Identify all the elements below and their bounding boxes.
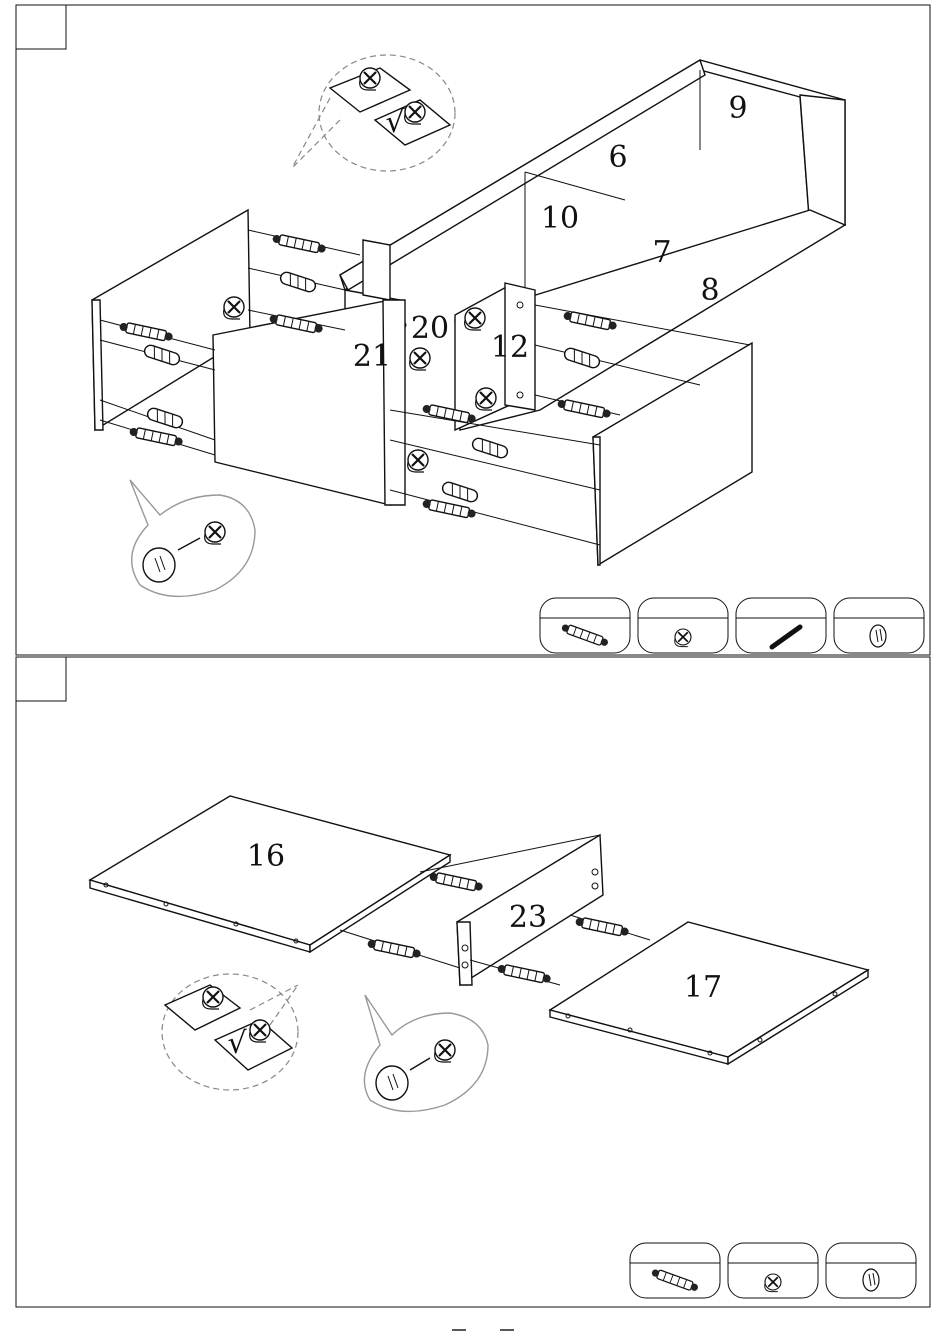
step-1: 9 6 10 7 8 20 12 21 √ (16, 5, 930, 655)
part-label-20: 20 (411, 311, 449, 346)
cam-bolt-icon (561, 623, 610, 648)
cam-lock-icon (765, 1274, 781, 1292)
side-panel-9 (800, 95, 845, 230)
panel-23-edge (457, 922, 472, 985)
part-label-6: 6 (608, 140, 627, 175)
legend-cam-bolt-box-2 (630, 1243, 720, 1298)
part-label-17: 17 (684, 970, 722, 1005)
right-side-panel (593, 343, 752, 565)
part-label-12: 12 (491, 330, 529, 365)
step-2-number-box (16, 657, 66, 701)
detail-cover-cap-1 (130, 480, 255, 596)
detail-cam-assembly-1: √ (292, 55, 455, 171)
check-mark-1: √ (385, 105, 405, 140)
right-side-edge (593, 437, 600, 565)
part-label-23: 23 (509, 900, 547, 935)
legend-dowel-box (736, 598, 826, 653)
legend-cam-bolt-box (540, 598, 630, 653)
cam-bolt-icon (651, 1268, 700, 1293)
hardware-legend-2 (630, 1243, 916, 1298)
part-label-16: 16 (247, 839, 285, 874)
step-2: 16 23 17 √ (16, 657, 930, 1307)
front-panel-21-edge (383, 300, 405, 505)
part-label-10: 10 (541, 201, 579, 236)
part-label-9: 9 (728, 91, 747, 126)
hardware-legend-1 (540, 598, 924, 653)
front-panel-21 (213, 300, 390, 505)
step-1-number-box (16, 5, 66, 49)
cover-cap-icon (870, 625, 886, 647)
center-back-piece (363, 240, 390, 300)
wood-dowel-icon (772, 627, 800, 647)
detail-cam-assembly-2: √ (162, 974, 298, 1090)
detail-cover-cap-2 (364, 995, 488, 1111)
check-mark-2: √ (227, 1026, 247, 1061)
cam-lock-icon (675, 629, 691, 647)
cover-cap-icon (863, 1269, 879, 1291)
part-label-7: 7 (652, 235, 671, 270)
part-label-21: 21 (353, 339, 391, 374)
part-label-8: 8 (700, 273, 719, 308)
